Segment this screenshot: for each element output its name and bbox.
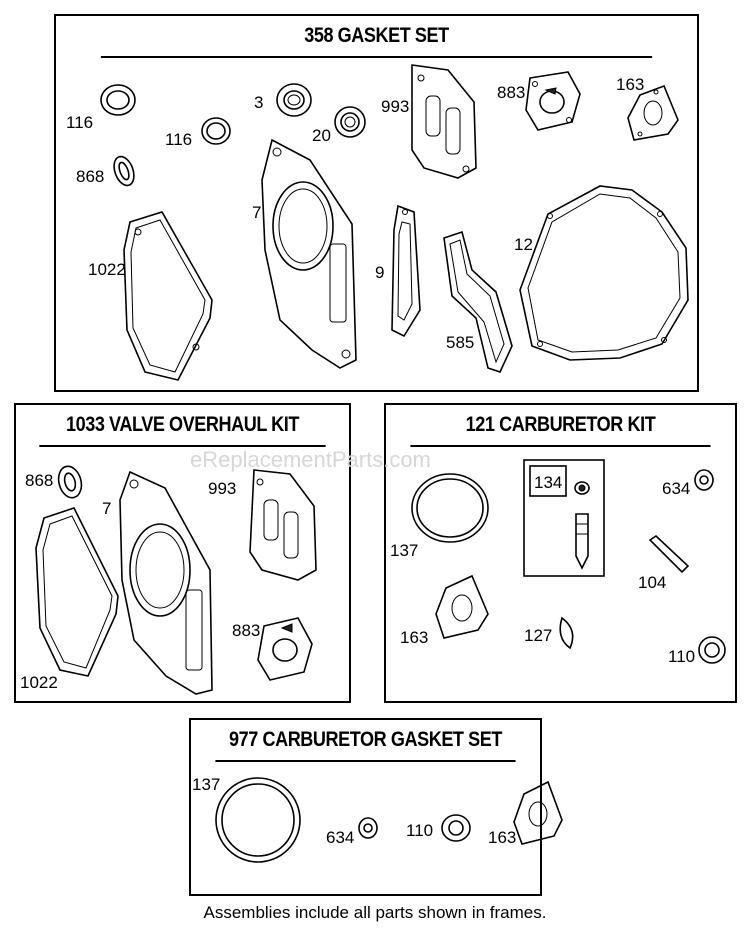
gasket-585 — [443, 230, 513, 373]
label-868-valve-kit: 868 — [25, 471, 53, 490]
crankcase-gasket-12 — [519, 185, 689, 361]
label-116: 116 — [66, 113, 93, 132]
gasket-993-valve-kit — [249, 469, 317, 581]
pin-104 — [648, 534, 690, 574]
watermark: eReplacementParts.com — [190, 447, 431, 472]
float-bowl-gasket-127 — [559, 616, 574, 650]
label-7-valve-kit: 7 — [102, 499, 111, 518]
label-163-carb-kit: 163 — [400, 628, 428, 647]
label-883-valve-kit: 883 — [232, 621, 260, 640]
label-883: 883 — [497, 83, 525, 102]
label-585: 585 — [446, 333, 474, 352]
gasket-set-title: 358 GASKET SET — [100, 16, 653, 58]
gasket-993 — [411, 64, 477, 179]
head-gasket-7-valve-kit — [119, 470, 213, 695]
seal-3 — [276, 83, 312, 117]
label-634: 634 — [662, 479, 690, 498]
label-20: 20 — [312, 126, 331, 145]
gasket-137-gasket-set — [215, 777, 301, 863]
gasket-1022-valve-kit — [35, 507, 119, 677]
seal-634-gasket-set — [358, 817, 378, 839]
seal-868 — [113, 155, 135, 187]
label-137-gasket-set: 137 — [192, 775, 220, 794]
label-634-gasket-set: 634 — [326, 828, 354, 847]
label-110: 110 — [668, 647, 695, 666]
label-1022: 1022 — [88, 260, 126, 279]
seal-110 — [698, 636, 726, 664]
seal-20 — [334, 106, 366, 138]
label-993: 993 — [381, 97, 409, 116]
label-868: 868 — [76, 167, 104, 186]
gasket-883 — [525, 71, 581, 131]
label-104: 104 — [638, 573, 666, 592]
gasket-9 — [391, 204, 421, 338]
label-9: 9 — [375, 263, 384, 282]
label-127: 127 — [524, 626, 552, 645]
label-12: 12 — [514, 235, 533, 254]
label-163: 163 — [616, 75, 644, 94]
carburetor-gasket-set-parts: 137 634 110 163 — [192, 775, 563, 863]
head-gasket-7 — [261, 138, 357, 369]
label-137: 137 — [390, 541, 418, 560]
seal-868-valve-kit — [57, 465, 83, 499]
seal-116-large — [100, 84, 136, 116]
seal-110-gasket-set — [441, 814, 471, 842]
label-1022-valve-kit: 1022 — [20, 673, 58, 692]
carburetor-kit-title: 121 CARBURETOR KIT — [410, 405, 711, 447]
valve-overhaul-kit-parts: 868 7 993 1022 883 — [20, 465, 317, 695]
label-110-gasket-set: 110 — [406, 821, 433, 840]
label-116-second: 116 — [165, 130, 192, 149]
gasket-163 — [627, 84, 679, 141]
gasket-set-parts: 116 116 868 1022 3 — [66, 64, 689, 381]
carburetor-gasket-set-title: 977 CARBURETOR GASKET SET — [215, 720, 516, 762]
seal-634 — [694, 469, 714, 491]
frames-footnote: Assemblies include all parts shown in fr… — [203, 903, 547, 922]
gasket-set-panel: 358 GASKET SET — [54, 14, 699, 392]
valve-overhaul-kit-title: 1033 VALVE OVERHAUL KIT — [39, 405, 326, 447]
label-163-gasket-set: 163 — [488, 828, 516, 847]
carburetor-kit-parts: 137 134 634 104 163 127 — [390, 459, 726, 666]
gasket-1022 — [123, 211, 213, 381]
label-7: 7 — [252, 203, 261, 222]
label-134: 134 — [534, 473, 562, 492]
label-3: 3 — [254, 93, 263, 112]
carburetor-kit-panel: 121 CARBURETOR KIT — [384, 403, 737, 703]
gasket-883-valve-kit — [257, 617, 313, 681]
gasket-163-carb-kit — [435, 574, 489, 639]
seal-116-small — [201, 117, 231, 145]
gasket-137 — [411, 473, 489, 543]
label-993-valve-kit: 993 — [208, 479, 236, 498]
needle-valve-assembly-134 — [523, 459, 605, 577]
gasket-163-gasket-set — [513, 780, 563, 845]
